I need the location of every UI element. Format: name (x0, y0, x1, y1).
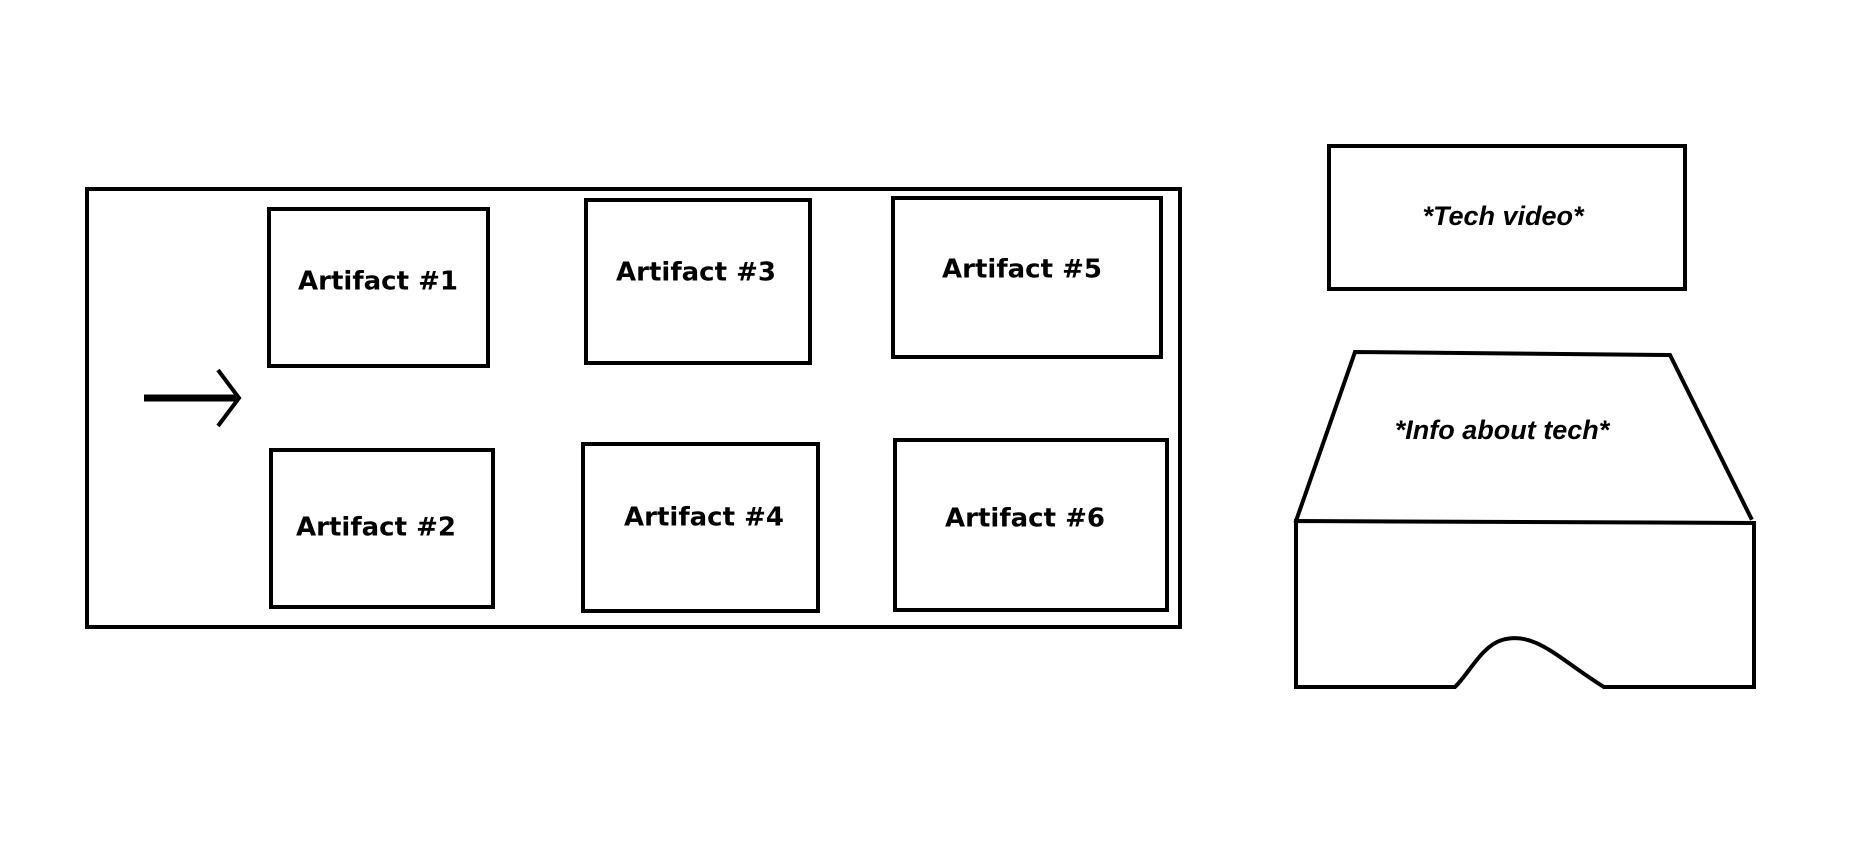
artifact-card-1[interactable]: Artifact #1 (267, 207, 490, 368)
vr-headset-icon (1293, 349, 1756, 689)
artifact-card-6[interactable]: Artifact #6 (893, 438, 1169, 612)
artifact-card-3[interactable]: Artifact #3 (584, 198, 812, 365)
artifact-card-2[interactable]: Artifact #2 (269, 448, 495, 609)
tech-info-label: *Info about tech* (1395, 415, 1611, 445)
artifact-label-3: Artifact #3 (616, 258, 776, 288)
right-arrow-icon[interactable] (144, 368, 242, 428)
tech-video-label: *Tech video* (1422, 201, 1585, 231)
artifact-label-4: Artifact #4 (624, 503, 784, 533)
tech-video-box[interactable]: *Tech video* (1327, 144, 1687, 291)
artifact-label-1: Artifact #1 (298, 267, 458, 297)
artifact-card-4[interactable]: Artifact #4 (581, 442, 820, 613)
artifact-card-5[interactable]: Artifact #5 (891, 196, 1163, 359)
artifact-label-6: Artifact #6 (945, 504, 1105, 534)
artifact-label-2: Artifact #2 (296, 513, 456, 543)
artifact-label-5: Artifact #5 (942, 255, 1102, 285)
